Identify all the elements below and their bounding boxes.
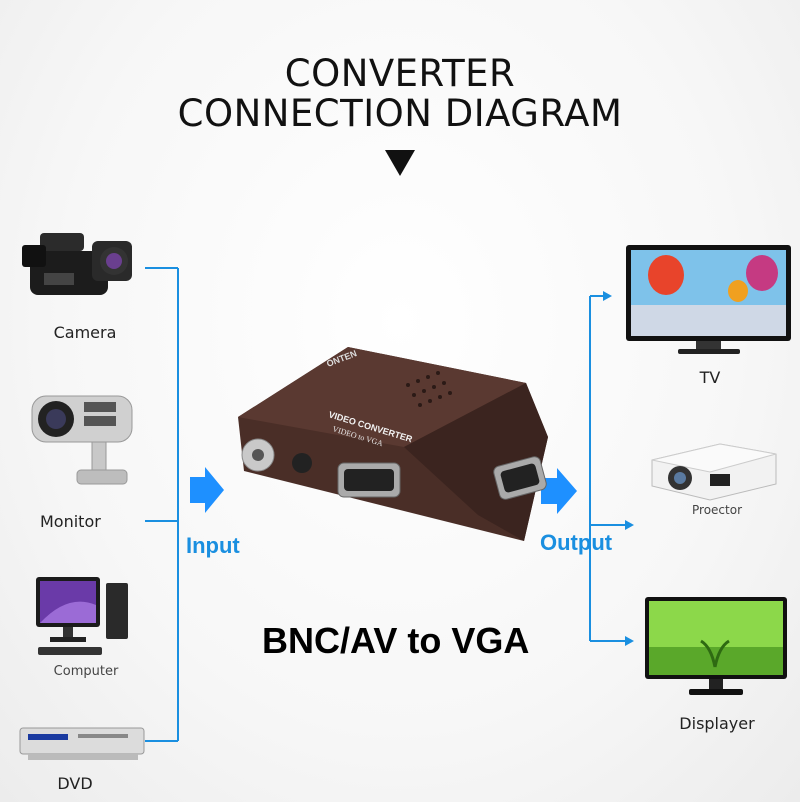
projector-arrowhead xyxy=(625,520,634,530)
displayer-arrowhead xyxy=(625,636,634,646)
camera-icon xyxy=(22,215,142,310)
tv-label: TV xyxy=(690,368,730,387)
computer-icon xyxy=(30,575,140,665)
dvd-player-icon xyxy=(18,720,148,766)
computer-label: Computer xyxy=(46,664,126,679)
projector-icon xyxy=(650,440,780,505)
projector-label: Proector xyxy=(682,503,752,517)
input-arrow-icon xyxy=(190,467,224,513)
video-converter-device: ONTEN VIDEO CONVERTER VIDEO to VGA xyxy=(228,335,553,550)
tv-arrowhead xyxy=(603,291,612,301)
monitor-display-icon xyxy=(645,597,787,702)
conversion-caption: BNC/AV to VGA xyxy=(262,620,529,662)
tv-icon xyxy=(626,245,791,357)
dvd-label: DVD xyxy=(45,774,105,793)
displayer-label: Displayer xyxy=(672,714,762,733)
monitor-label: Monitor xyxy=(40,512,150,531)
camera-label: Camera xyxy=(40,323,130,342)
security-camera-icon xyxy=(22,388,142,498)
